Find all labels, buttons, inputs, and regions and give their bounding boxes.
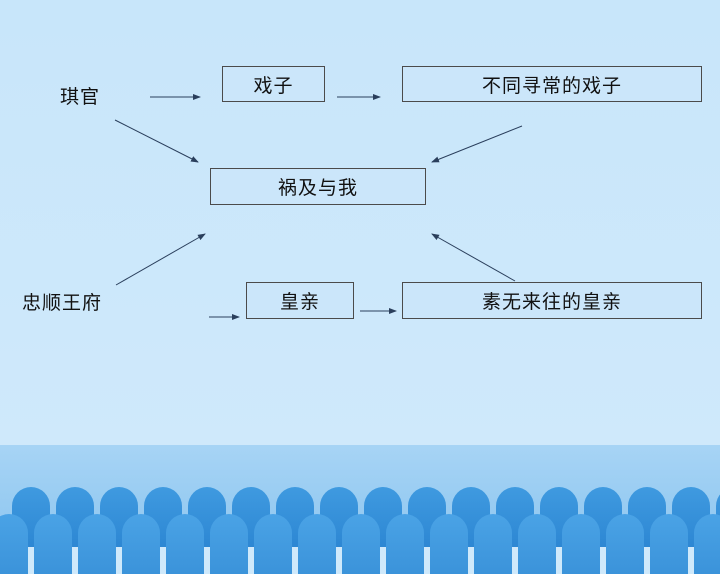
arrow-layer [114, 94, 523, 320]
label-qiguan: 琪官 [60, 86, 101, 108]
box-huangqin: 皇亲 [246, 282, 354, 319]
arrow-zhongshun-to-huojiyuwo [115, 233, 206, 286]
label-zhongshun-wangfu: 忠顺王府 [22, 292, 103, 314]
box-butongxunchang-text: 不同寻常的戏子 [481, 74, 622, 97]
box-xizi: 戏子 [222, 66, 325, 102]
box-huojiyuwo-text: 祸及与我 [277, 177, 358, 199]
box-butongxunchang-de-xizi: 不同寻常的戏子 [402, 66, 702, 102]
box-suwulaiwang-de-huangqin: 素无来往的皇亲 [402, 282, 702, 319]
box-xizi-text: 戏子 [253, 74, 294, 97]
arrow-suwulaiwang-to-huojiyuwo [431, 233, 516, 282]
box-huangqin-text: 皇亲 [279, 291, 320, 313]
box-huojiyuwo: 祸及与我 [210, 168, 426, 205]
arrow-qiguan-to-huojiyuwo [114, 119, 199, 163]
arrow-butongxunchang-to-huojiyuwo [431, 125, 523, 163]
box-suwulaiwang-text: 素无来往的皇亲 [481, 291, 622, 313]
